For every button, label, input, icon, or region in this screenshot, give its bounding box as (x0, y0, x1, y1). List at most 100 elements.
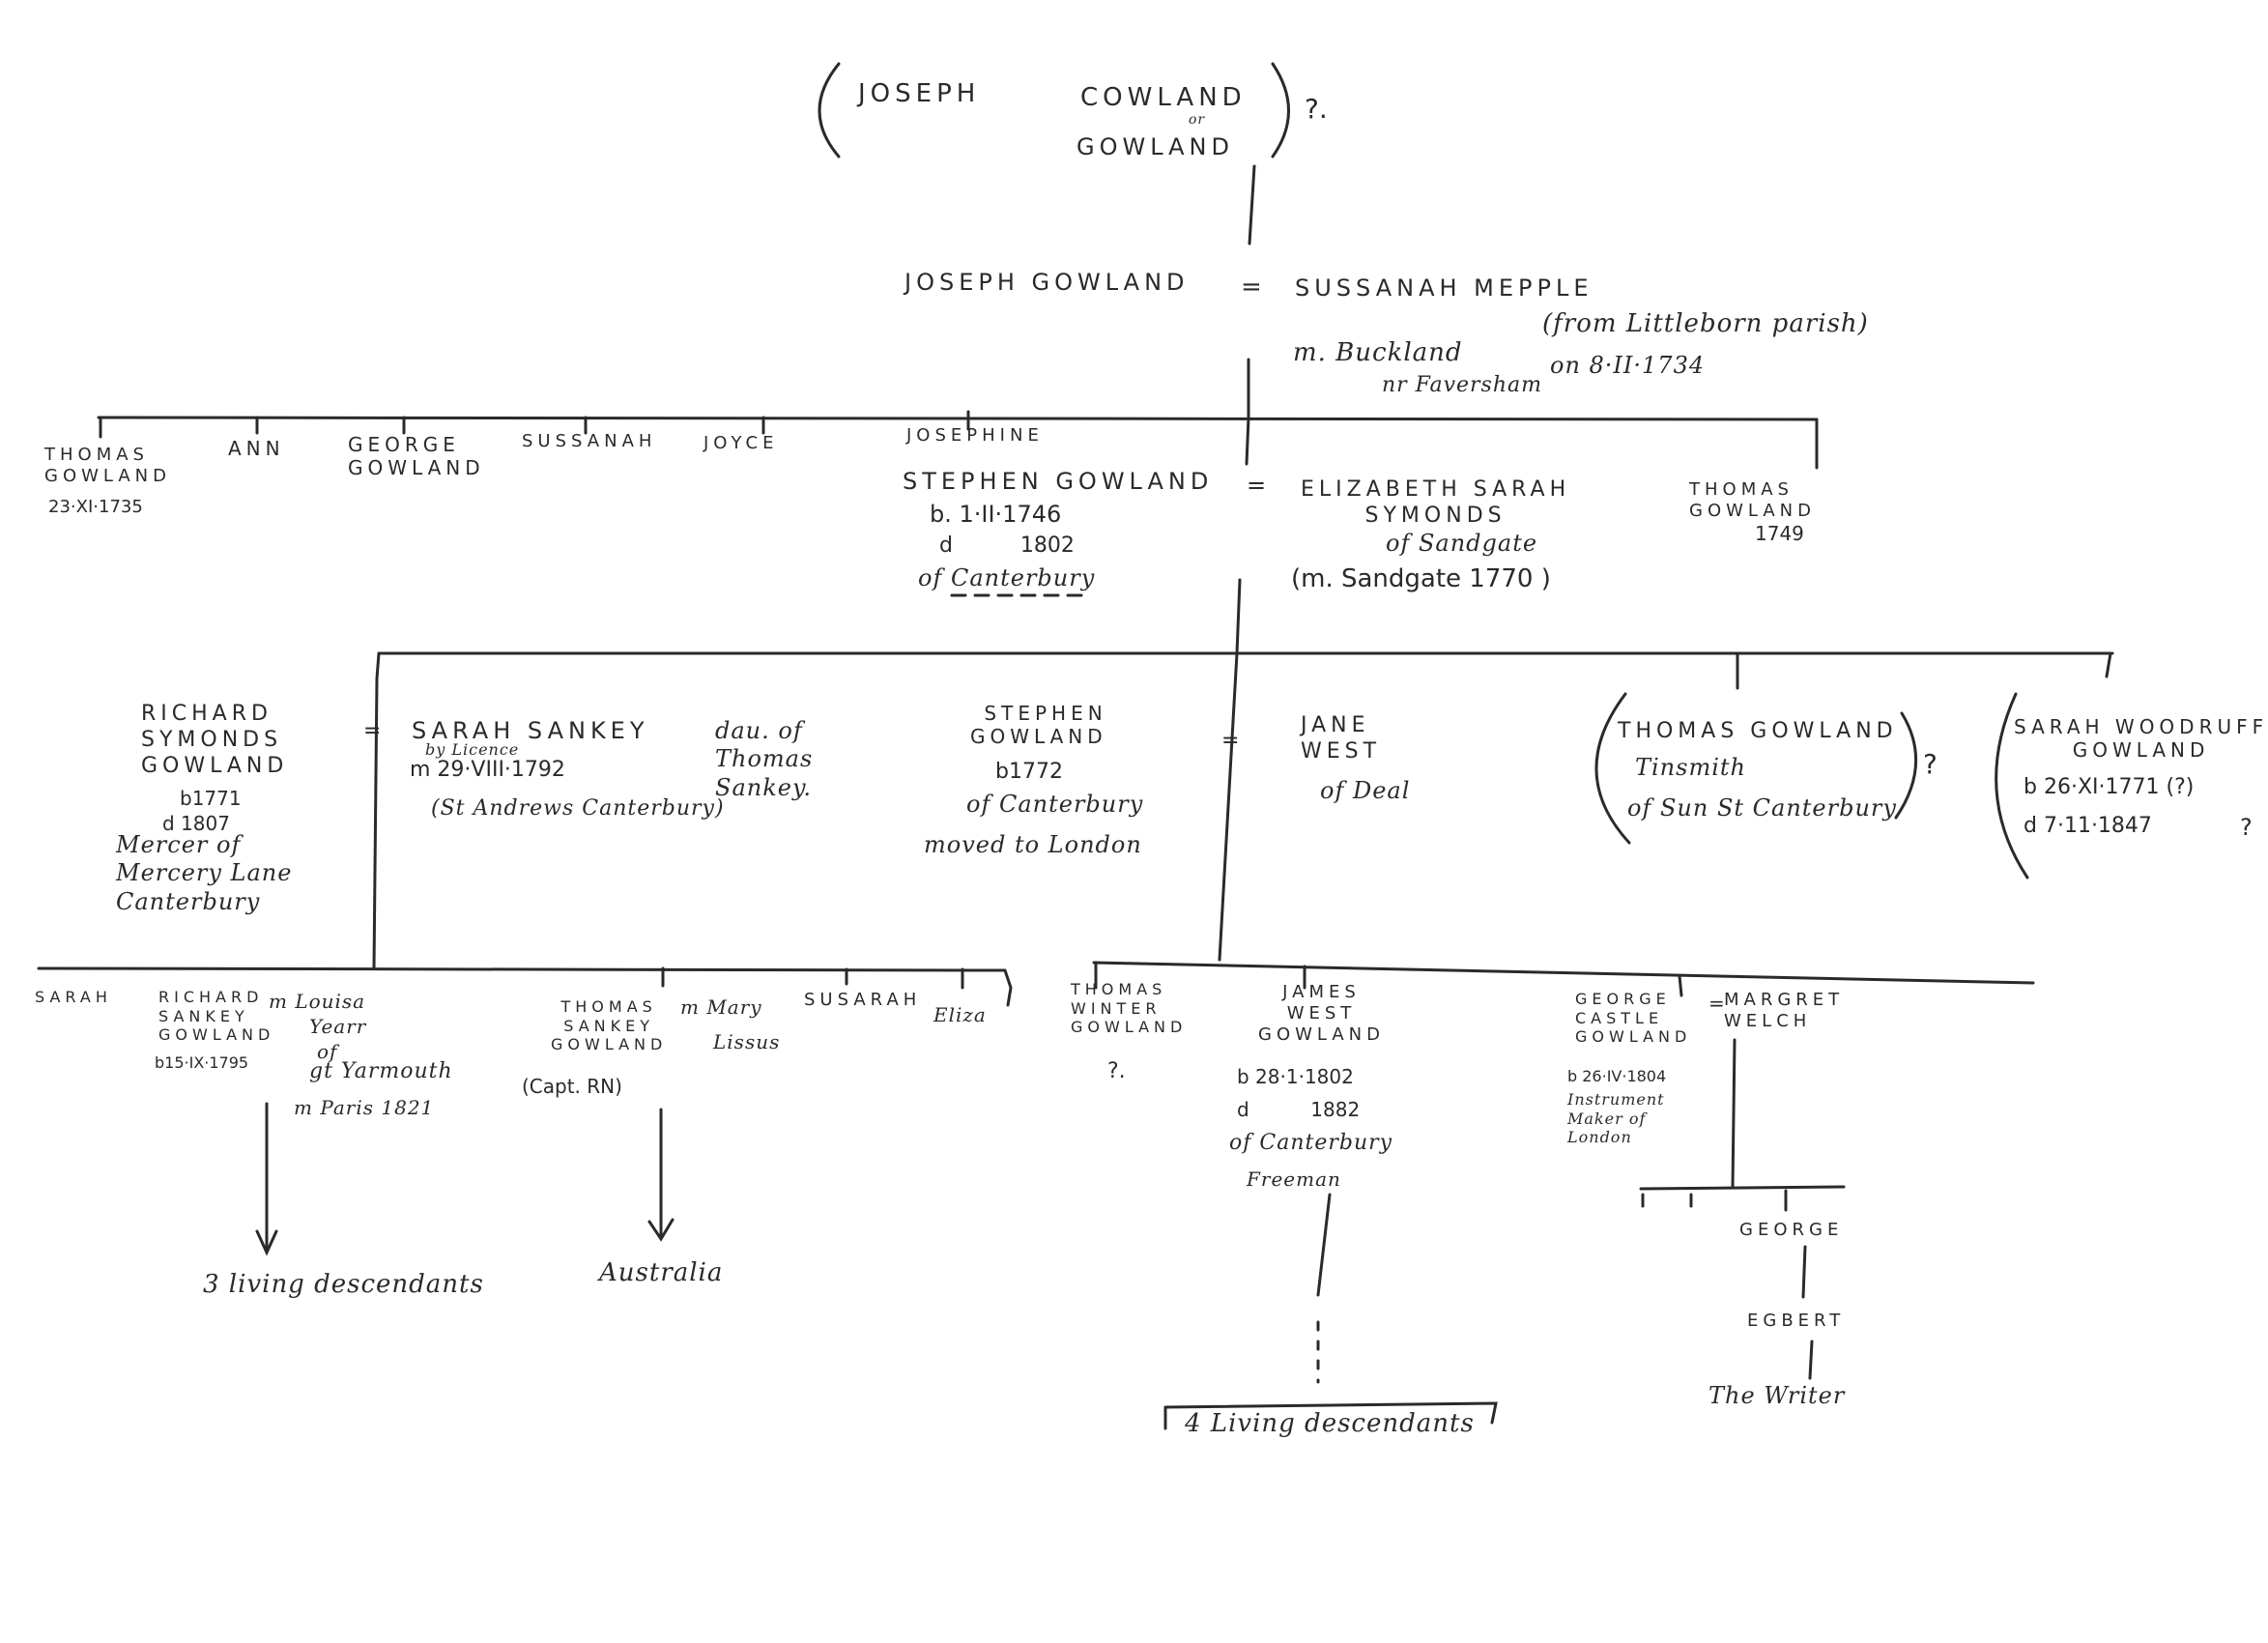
gen3-stephen-born: b1772 (995, 760, 1063, 784)
descendants-thomas-australia: Australia (599, 1258, 724, 1287)
gen3-stephen-name: STEPHEN GOWLAND (970, 702, 1107, 749)
descendants-richard-line: 3 living descendants (203, 1270, 484, 1299)
richard-jr-arrow-head (255, 1229, 278, 1256)
george-margret-line (1731, 1038, 1737, 1189)
gen2-elizabeth-marriage: (m. Sandgate 1770 ) (1291, 564, 1551, 593)
george-egbert-line (1801, 1245, 1807, 1299)
george-children-bar (1639, 1185, 1846, 1191)
gen0-close-paren (1271, 62, 1290, 159)
gen4-thomas-winter-query: ?. (1107, 1059, 1126, 1083)
gen3-sarah-woodruff-name: SARAH WOODRUFF GOWLAND (2014, 715, 2268, 763)
gen4-richard-paris: m Paris 1821 (294, 1096, 435, 1119)
gen3-stephen-moved: moved to London (924, 831, 1142, 858)
gen0-name-cowland: COWLAND (1080, 83, 1247, 112)
gen1-marriage-date: on 8·II·1734 (1550, 352, 1706, 379)
gen4-george-castle-occupation: Instrument Maker of London (1567, 1090, 1665, 1147)
gen4-eliza: Eliza (933, 1003, 987, 1026)
gen3-thomas-name: THOMAS GOWLAND (1618, 719, 1898, 743)
gen4-james-died: d 1882 (1237, 1098, 1361, 1121)
gen0-descent-line (1248, 164, 1256, 245)
gen4-margret-welch: MARGRET WELCH (1724, 990, 1845, 1031)
descendants-egbert: EGBERT (1747, 1311, 1846, 1331)
descendants-the-writer: The Writer (1708, 1382, 1846, 1409)
gen4-richard-born: b15·IX·1795 (155, 1053, 249, 1072)
gen3-stephen-of: of Canterbury (966, 791, 1144, 818)
gen4-george-castle-born: b 26·IV·1804 (1567, 1067, 1667, 1085)
gen2-stephen-born: b. 1·II·1746 (930, 501, 1062, 528)
gen4-richard-place: gt Yarmouth (309, 1059, 453, 1083)
richard-descent-line (372, 677, 379, 970)
gen1-eq: = (1241, 273, 1262, 302)
gen1-husband: JOSEPH GOWLAND (904, 269, 1190, 296)
gen4-james-born: b 28·1·1802 (1237, 1065, 1354, 1088)
gen4-thomas-sankey-wife: Lissus (713, 1030, 781, 1053)
gen2-thomas2-name: THOMAS GOWLAND (1689, 479, 1816, 521)
gen4-sarah: SARAH (35, 988, 112, 1006)
gen2-stephen-died: d 1802 (939, 533, 1075, 558)
descendants-james-line: 4 Living descendants (1185, 1409, 1475, 1438)
gen4-james-occupation: Freeman (1247, 1167, 1341, 1191)
gen4-thomas-winter-name: THOMAS WINTER GOWLAND (1071, 980, 1188, 1037)
gen0-or: or (1189, 112, 1206, 128)
gen2-thomas2-date: 1749 (1755, 522, 1804, 545)
gen4-eq: = (1708, 992, 1725, 1015)
thomas-tinsmith-close-paren (1894, 711, 1918, 820)
thomas-tinsmith-open-paren (1594, 692, 1631, 845)
gen3-richard-occupation: Mercer of Mercery Lane Canterbury (116, 831, 293, 915)
gen4-james-of: of Canterbury (1229, 1131, 1393, 1155)
gen3-thomas-occupation: Tinsmith (1635, 754, 1746, 781)
gen2-sussanah: SUSSANAH (522, 431, 657, 451)
gen2-george: GEORGE GOWLAND (348, 433, 485, 480)
gen3-eq1: = (363, 719, 382, 743)
gen4-richard-married: m Louisa (269, 990, 366, 1013)
gen3-richard-born: b1771 (180, 787, 242, 810)
gen3-jane-west: JANE WEST (1301, 713, 1382, 764)
gen2-stephen-of: of Canterbury (918, 564, 1096, 591)
gen4-richard-wife: Yearr (309, 1015, 367, 1038)
stephen-descent-line (1218, 651, 1239, 962)
gen2-josephine: JOSEPHINE (906, 425, 1044, 446)
gen2-eq: = (1247, 472, 1267, 499)
gen3-richard-name: RICHARD SYMONDS GOWLAND (141, 702, 289, 778)
gen4-james-name: JAMES WEST GOWLAND (1258, 982, 1385, 1045)
descendants-george: GEORGE (1739, 1220, 1844, 1240)
gen2-elizabeth: ELIZABETH SARAH SYMONDS (1301, 477, 1571, 528)
gen2-sibling-bar (97, 416, 1819, 421)
egbert-writer-line (1808, 1340, 1814, 1380)
gen2-thomas-date: 23·XI·1735 (48, 497, 143, 517)
gen3-thomas-of: of Sun St Canterbury (1627, 794, 1897, 822)
gen4-richard-of: of (317, 1040, 338, 1063)
gen4-susarah: SUSARAH (804, 990, 922, 1010)
james-descendants-bracket (1163, 1401, 1498, 1430)
gen0-name-gowland: GOWLAND (1077, 133, 1234, 160)
gen4-richard-name: RICHARD SANKEY GOWLAND (158, 988, 275, 1045)
thomas-sankey-arrow-head (647, 1218, 675, 1242)
gen3-sarah-daughter-of: dau. of Thomas Sankey. (715, 717, 814, 801)
gen1-marriage-place: m. Buckland (1293, 338, 1463, 367)
gen3-sarah-woodruff-query: ? (2240, 814, 2253, 841)
james-descent-line (1316, 1193, 1332, 1297)
gen4-thomas-sankey-name: THOMAS SANKEY GOWLAND (551, 997, 668, 1054)
gen0-query: ?. (1305, 93, 1328, 125)
gen3-sarah-woodruff-born: b 26·XI·1771 (?) (2024, 775, 2195, 799)
gen1-wife-note: (from Littleborn parish) (1542, 309, 1869, 338)
sarah-woodruff-open-paren (1995, 692, 2029, 879)
stephen-children-bar (1092, 961, 2035, 985)
gen3-thomas-query: ? (1923, 748, 1938, 780)
gen2-joyce: JOYCE (703, 433, 779, 453)
gen2-stephen: STEPHEN GOWLAND (903, 468, 1214, 495)
gen3-jane-of: of Deal (1320, 777, 1411, 804)
gen2-descent-line (1235, 578, 1242, 655)
gen0-name-joseph: JOSEPH (858, 79, 981, 108)
gen2-ann: ANN (228, 437, 285, 460)
gen3-eq2: = (1221, 729, 1240, 753)
gen0-open-paren (818, 62, 841, 159)
gen4-thomas-sankey-captain: (Capt. RN) (522, 1075, 622, 1098)
gen4-george-castle-name: GEORGE CASTLE GOWLAND (1575, 990, 1692, 1047)
gen1-wife: SUSSANAH MEPPLE (1295, 274, 1593, 302)
gen3-richard-died: d 1807 (162, 812, 230, 835)
richard-children-bar (37, 966, 1007, 972)
gen1-marriage-near: nr Faversham (1382, 373, 1542, 397)
gen2-thomas-name: THOMAS GOWLAND (44, 445, 171, 486)
